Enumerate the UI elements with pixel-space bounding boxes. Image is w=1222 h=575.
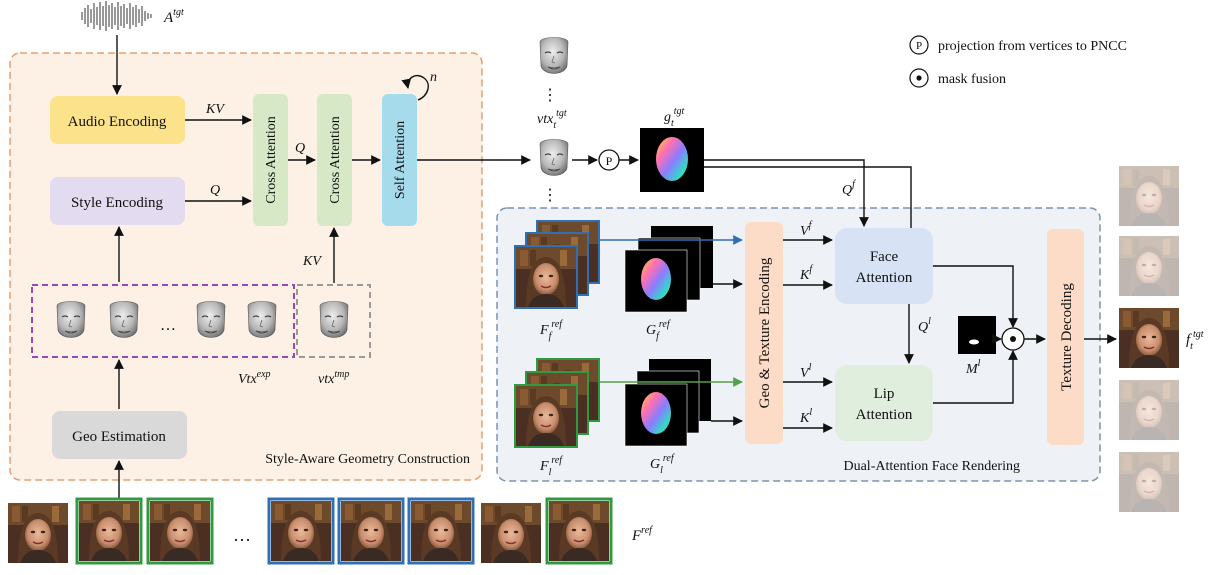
geo-estimation-box [52,411,187,459]
face-reference-stack [514,220,600,309]
label-Vtx-exp: Vtxexp [238,369,271,387]
style-encoding-box [50,177,185,225]
label-KV-1: KV [205,102,225,117]
self-attention-box [382,94,417,226]
label-Gl-ref: Glref [650,453,675,476]
audio-encoding-label: Audio Encoding [68,114,167,130]
label-Ql: Ql [918,316,931,335]
label-f-t-tgt: fttgt [1186,329,1204,352]
face-attention-box [835,228,933,304]
self-attention-label: Self Attention [393,121,408,199]
face-attention-label-2: Attention [856,270,913,286]
legend-projection-letter: P [916,40,922,52]
label-F-ref: Fref [631,525,653,544]
expression-mesh-3 [196,300,226,339]
geo-texture-encoding-label: Geo & Texture Encoding [757,257,773,408]
label-Gf-ref: Gfref [646,319,671,342]
legend-projection-symbol [909,35,929,55]
cross-attention-2-label: Cross Attention [328,116,343,204]
lip-attention-box [835,365,933,441]
cross-attention-2-box [317,94,352,226]
bottom-reference-frames [7,497,613,565]
texture-decoding-box [1047,229,1084,445]
line-pncc-to-fusion [704,166,912,228]
audio-waveform [81,1,152,31]
vertical-ellipsis-top: ⋮ [542,87,558,104]
lip-attention-label-2: Attention [856,407,913,423]
cross-attention-1-box [253,94,288,226]
arrow-lip-attention-to-fusion [933,350,1018,404]
legend-projection-text: projection from vertices to PNCC [938,39,1127,54]
legend-fusion-dot [916,75,922,81]
mesh-ellipsis: … [160,317,176,334]
predicted-mesh-current [539,138,569,177]
lip-pncc-stack [624,359,711,447]
expression-mesh-4 [247,300,277,339]
left-panel-title: Style-Aware Geometry Construction [265,452,470,467]
arrow-face-attention-to-fusion [933,265,1018,328]
cross-attention-1-label: Cross Attention [264,116,279,204]
label-A-tgt: Atgt [163,7,184,26]
template-mesh-group [296,284,371,358]
label-g-t-tgt: gttgt [664,106,685,129]
label-Kl: Kl [799,407,812,426]
label-vtx-t-tgt: vtxttgt [537,108,567,131]
output-frame-current [1118,307,1180,369]
output-frame-2 [1118,235,1180,297]
arrow-pncc-to-face-attention [704,159,869,227]
right-panel-title: Dual-Attention Face Rendering [843,459,1020,474]
label-Vf: Vf [800,220,813,239]
legend-fusion-text: mask fusion [938,72,1006,87]
label-Q-1: Q [210,183,220,198]
label-Vl: Vl [800,362,812,381]
lip-mask-image [958,316,996,354]
expression-mesh-2 [109,300,139,339]
label-Qf: Qf [842,179,856,198]
lip-attention-label-1: Lip [874,386,895,402]
projection-node-label: P [606,154,613,168]
bottom-frames-ellipsis: … [233,525,251,545]
output-frame-1 [1118,165,1180,227]
expression-mesh-group [31,284,295,358]
expression-mesh-1 [56,300,86,339]
texture-decoding-label: Texture Decoding [1059,283,1075,391]
template-mesh [319,300,349,339]
output-frame-5 [1118,451,1180,513]
label-Ff-ref: Ffref [539,319,563,342]
loop-n-label: n [430,70,437,85]
style-encoding-label: Style Encoding [71,195,164,211]
geo-texture-encoding-box [745,222,783,444]
label-Kf: Kf [799,264,813,283]
self-attention-loop-arrow [401,74,429,101]
output-frame-4 [1118,379,1180,441]
predicted-mesh-top [539,36,569,75]
pncc-target-face [656,137,688,181]
label-Fl-ref: Flref [539,455,563,478]
face-attention-label-1: Face [870,249,899,265]
audio-encoding-box [50,96,185,144]
label-KV-2: KV [302,254,322,269]
lip-reference-stack [514,358,600,448]
vertical-ellipsis-bottom: ⋮ [542,187,558,204]
fusion-node-dot [1010,336,1016,342]
lip-mask-region [969,339,979,345]
label-vtx-tmp: vtxtmp [318,369,349,387]
label-Ml: Ml [965,358,981,377]
face-pncc-stack [624,226,713,313]
label-Q-2: Q [295,141,305,156]
geo-estimation-label: Geo Estimation [72,429,166,445]
